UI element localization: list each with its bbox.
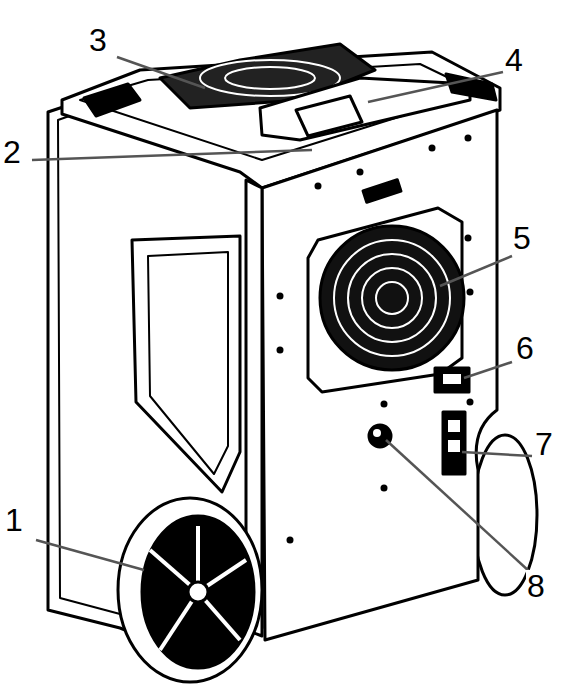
callout-number: 5 bbox=[512, 222, 532, 254]
side-handle-inner bbox=[148, 252, 228, 474]
wheel-hub bbox=[142, 516, 254, 668]
wheel bbox=[118, 498, 262, 682]
vent-slot bbox=[363, 180, 401, 203]
screw-holes bbox=[277, 135, 474, 544]
power-socket bbox=[443, 412, 465, 474]
drain-port bbox=[369, 425, 391, 447]
control-panel bbox=[296, 96, 362, 136]
callout-number: 4 bbox=[504, 44, 524, 76]
fan-grille bbox=[320, 226, 464, 370]
callout-number: 6 bbox=[515, 332, 535, 364]
front-panel bbox=[262, 110, 497, 640]
callout-number: 8 bbox=[526, 570, 546, 602]
callout-number: 2 bbox=[2, 136, 22, 168]
callout-number: 3 bbox=[88, 24, 108, 56]
leader-lines bbox=[32, 57, 532, 572]
bumper bbox=[84, 84, 140, 116]
switch bbox=[435, 368, 469, 392]
callout-number: 7 bbox=[534, 428, 554, 460]
callout-number: 1 bbox=[4, 504, 24, 536]
side-handle bbox=[132, 236, 240, 492]
